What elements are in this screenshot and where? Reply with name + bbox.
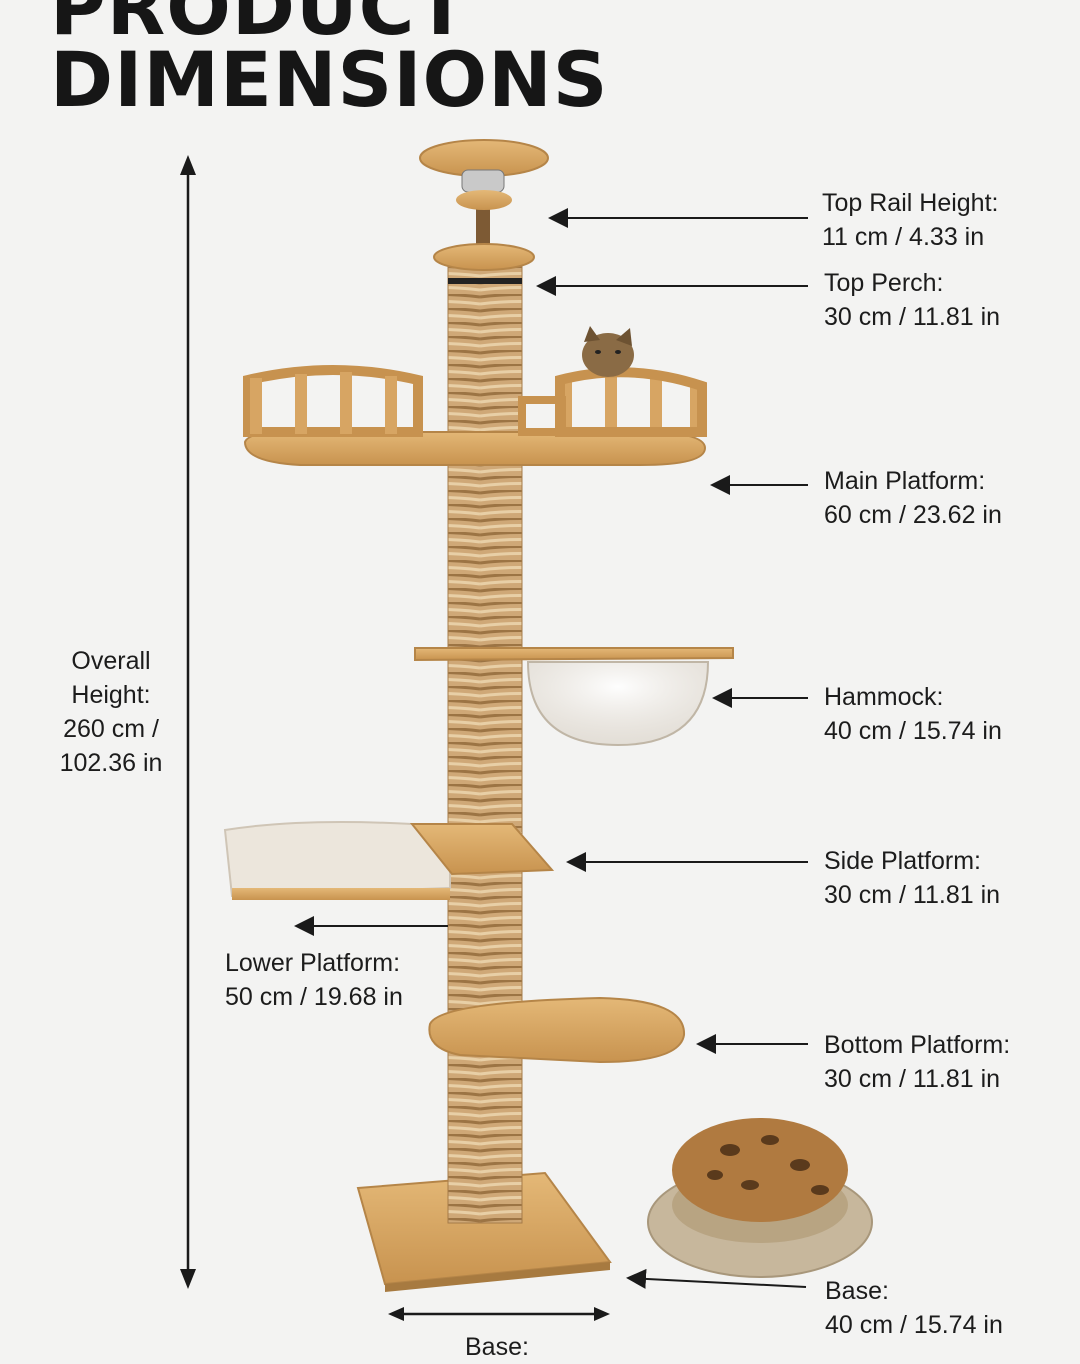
label-top-rail: Top Rail Height: 11 cm / 4.33 in	[822, 189, 999, 251]
label-side-platform: Side Platform: 30 cm / 11.81 in	[824, 847, 1001, 909]
title-line-2: DIMENSIONS	[50, 35, 609, 124]
peeking-cat	[582, 326, 634, 377]
base-board	[356, 1171, 612, 1292]
label-bottom-platform: Bottom Platform: 30 cm / 11.81 in	[824, 1031, 1011, 1093]
hammock	[414, 647, 734, 747]
page-title: PRODUCT DIMENSIONS	[50, 0, 609, 124]
base-width-arrow	[388, 1307, 610, 1321]
label-top-perch: Top Perch: 30 cm / 11.81 in	[824, 269, 1001, 331]
top-perch	[433, 243, 535, 271]
label-main-platform: Main Platform: 60 cm / 23.62 in	[824, 467, 1002, 529]
sisal-post	[447, 257, 523, 1224]
label-lower-platform: Lower Platform: 50 cm / 19.68 in	[225, 949, 403, 1011]
side-platform	[409, 823, 555, 876]
label-base-width: Base:	[465, 1333, 529, 1361]
bottom-platform	[428, 996, 686, 1064]
cat-bed	[647, 1118, 873, 1278]
label-overall-height: Overall Height: 260 cm / 102.36 in	[59, 647, 163, 777]
main-platform	[243, 365, 707, 466]
overall-height-arrow	[180, 155, 196, 1289]
pointer-arrows	[294, 208, 808, 1289]
title-line-1: PRODUCT	[50, 0, 469, 52]
label-hammock: Hammock: 40 cm / 15.74 in	[824, 683, 1002, 745]
arrow-base	[626, 1268, 807, 1289]
label-base: Base: 40 cm / 15.74 in	[825, 1277, 1003, 1339]
top-rail	[419, 139, 549, 244]
lower-platform	[223, 821, 451, 900]
